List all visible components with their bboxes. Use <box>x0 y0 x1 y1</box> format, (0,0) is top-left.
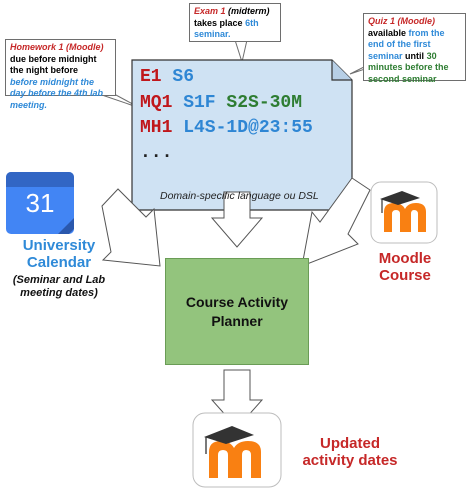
calendar-day-number: 31 <box>25 188 55 218</box>
homework-callout: Homework 1 (Moodle) due before midnight … <box>5 39 116 110</box>
dsl-line-1: E1 S6 <box>140 67 194 87</box>
dsl-token: S2S-30M <box>215 93 303 113</box>
dsl-line-3: MH1 L4S-1D@23:55 <box>140 118 313 138</box>
calendar-subtitle-line2: meeting dates) <box>20 287 98 299</box>
exam-line2: takes place <box>194 17 243 28</box>
moodle-logo-icon <box>370 181 438 244</box>
dsl-token: S1F <box>172 93 216 113</box>
moodle-course-label: Moodle Course <box>370 250 440 284</box>
arrow-dsl-to-planner <box>210 191 264 248</box>
calendar-subtitle-line1: (Seminar and Lab <box>12 274 106 286</box>
exam-highlight: 6th seminar. <box>194 17 259 40</box>
university-calendar-label: University Calendar <box>0 237 118 271</box>
dsl-caption: Domain-specific language ou DSL <box>160 190 319 202</box>
dsl-token: ... <box>140 143 173 163</box>
homework-title: Homework 1 (Moodle) <box>10 42 104 52</box>
planner-line1: Course Activity <box>185 293 289 310</box>
arrow-calendar-to-planner <box>101 188 161 267</box>
quiz-callout: Quiz 1 (Moodle) available from the end o… <box>363 13 466 84</box>
dsl-token: E1 <box>140 67 162 87</box>
dsl-token: MQ1 <box>140 93 173 113</box>
quiz-from: from the end of the first seminar <box>368 27 445 61</box>
university-calendar-line2: Calendar <box>26 254 92 271</box>
arrow-moodle-to-planner <box>301 177 371 267</box>
homework-line1: due before midnight the night before <box>10 53 97 76</box>
quiz-available: available <box>368 27 407 38</box>
dsl-line-2: MQ1 S1F S2S-30M <box>140 93 302 113</box>
quiz-30: 30 minutes before the second seminar <box>368 50 449 84</box>
course-activity-planner-box: Course Activity Planner <box>165 258 309 365</box>
updated-line1: Updated <box>320 435 380 452</box>
homework-line2: before midnight the day before the 4th l… <box>10 76 104 110</box>
dsl-token: S6 <box>161 67 195 87</box>
moodle-updated-logo-icon <box>192 412 282 488</box>
dsl-token: MH1 <box>140 118 173 138</box>
updated-line2: activity dates <box>302 452 398 469</box>
dsl-box-fold <box>331 60 352 81</box>
dsl-box <box>131 59 353 211</box>
calendar-subtitle: (Seminar and Lab meeting dates) <box>0 274 118 300</box>
university-calendar-line1: University <box>22 237 96 254</box>
moodle-course-line2: Course <box>379 267 431 284</box>
dsl-line-4: ... <box>140 143 172 163</box>
exam-title: Exam 1 <box>194 6 226 16</box>
quiz-title: Quiz 1 (Moodle) <box>368 16 435 26</box>
planner-line2: Planner <box>211 312 263 329</box>
quiz-until: until <box>405 50 425 61</box>
dsl-token: L4S-1D@23:55 <box>172 118 313 138</box>
exam-paren: (midterm) <box>228 6 270 16</box>
updated-activity-dates-label: Updated activity dates <box>290 435 410 469</box>
calendar-icon <box>6 172 74 234</box>
exam-callout: Exam 1 (midterm) takes place 6th seminar… <box>189 3 281 42</box>
exam-callout-pointer <box>234 39 248 64</box>
moodle-course-line1: Moodle <box>378 250 432 267</box>
